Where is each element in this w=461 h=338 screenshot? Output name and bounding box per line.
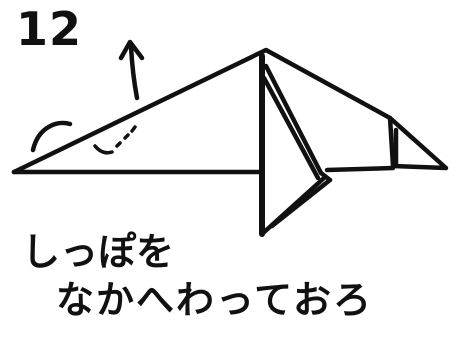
curved-motion-arrow-icon — [30, 120, 73, 153]
folded-body-outline — [11, 47, 396, 175]
up-arrow-icon — [118, 39, 145, 101]
instruction-text: しっぽを なかへわっておろ — [22, 228, 373, 324]
dotted-fold-line-icon — [93, 125, 137, 155]
instruction-line-1: しっぽを — [22, 230, 175, 274]
instruction-line-2: なかへわっておろ — [56, 278, 373, 322]
center-flap — [259, 53, 333, 237]
tail-point — [387, 115, 449, 171]
step-number: 12 — [16, 2, 83, 56]
